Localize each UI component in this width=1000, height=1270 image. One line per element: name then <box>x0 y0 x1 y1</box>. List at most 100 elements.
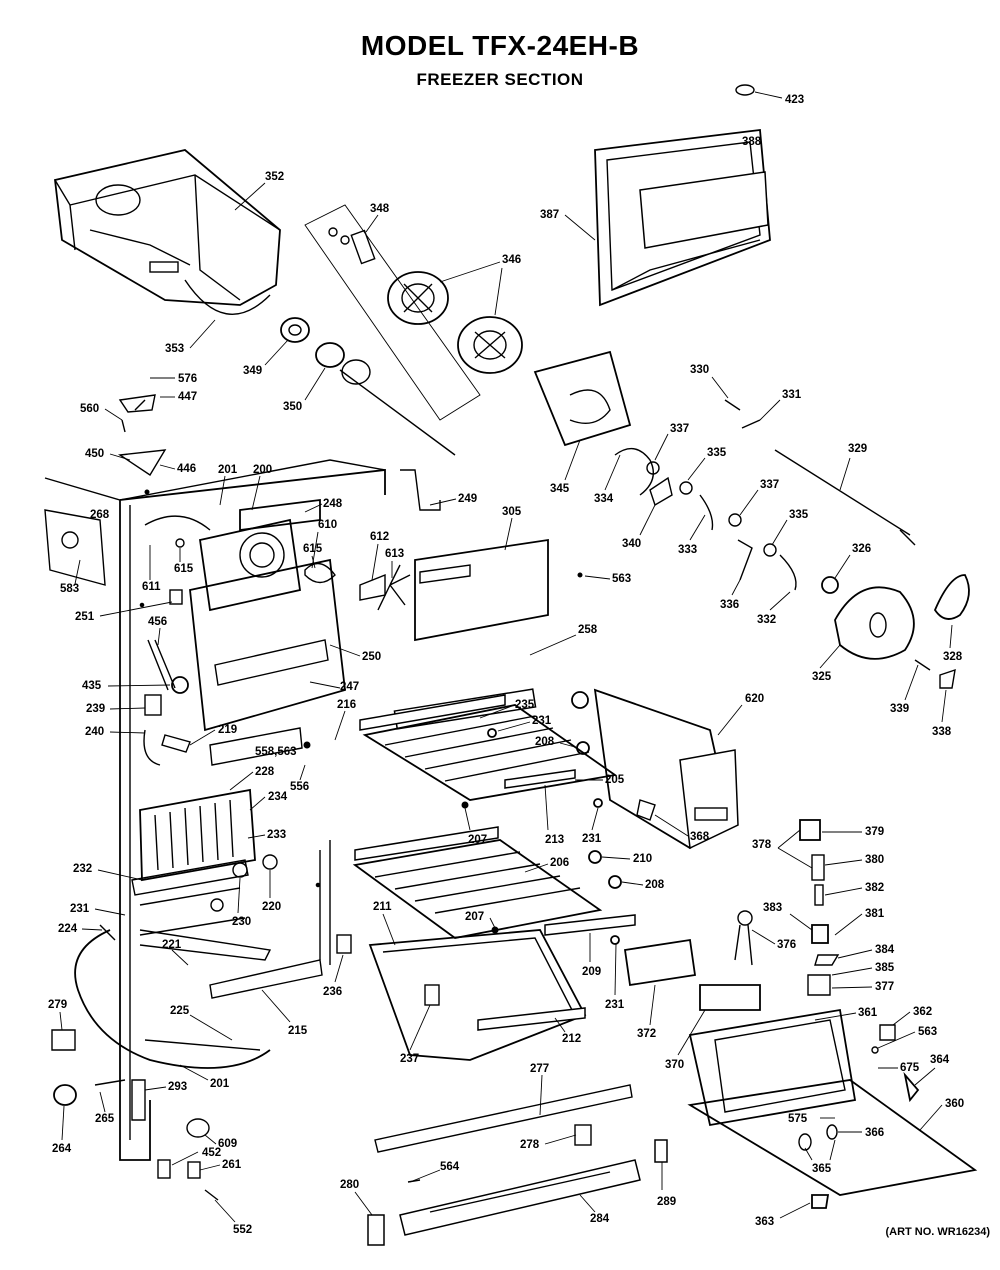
callout-label: 212 <box>562 1033 581 1045</box>
callout-label: 558,563 <box>255 746 297 758</box>
callout-label: 337 <box>760 479 779 491</box>
callout-label: 289 <box>657 1196 676 1208</box>
callout-label: 446 <box>177 463 196 475</box>
callout-label: 365 <box>812 1163 832 1175</box>
callout-label: 583 <box>60 583 79 595</box>
callout-label: 338 <box>932 726 952 738</box>
callout-label: 205 <box>605 774 625 786</box>
callout-label: 360 <box>945 1098 964 1110</box>
callout-label: 200 <box>253 464 272 476</box>
callout-label: 228 <box>255 766 275 778</box>
callout-label: 620 <box>745 693 764 705</box>
callout-label: 450 <box>85 448 104 460</box>
callout-label: 610 <box>318 519 337 531</box>
callout-label: 251 <box>75 611 95 623</box>
callout-label: 346 <box>502 254 521 266</box>
callout-label: 231 <box>70 903 90 915</box>
callout-label: 452 <box>202 1147 221 1159</box>
callout-label: 219 <box>218 724 237 736</box>
freezer-pan-part <box>367 929 668 1246</box>
callout-label: 345 <box>550 483 570 495</box>
callout-label: 208 <box>645 879 665 891</box>
callout-label: 368 <box>690 831 710 843</box>
callout-label: 382 <box>865 882 884 894</box>
callout-label: 337 <box>670 423 689 435</box>
callout-label: 366 <box>865 1127 884 1139</box>
callout-label: 563 <box>918 1026 937 1038</box>
callout-label: 206 <box>550 857 569 869</box>
diagram-title: MODEL TFX-24EH-B <box>360 30 640 61</box>
freezer-liner-part <box>44 459 386 1161</box>
callout-label: 456 <box>148 616 167 628</box>
callout-label: 328 <box>943 651 963 663</box>
callout-label: 209 <box>582 966 601 978</box>
callout-label: 576 <box>178 373 197 385</box>
callout-label: 284 <box>590 1213 610 1225</box>
callout-label: 675 <box>900 1062 920 1074</box>
callout-label: 279 <box>48 999 67 1011</box>
callout-label: 224 <box>58 923 78 935</box>
callout-label: 258 <box>578 624 598 636</box>
callout-label: 612 <box>370 531 389 543</box>
callout-label: 379 <box>865 826 884 838</box>
callout-label: 234 <box>268 791 288 803</box>
callout-label: 564 <box>440 1161 460 1173</box>
callout-label: 231 <box>532 715 552 727</box>
art-number: (ART NO. WR16234) <box>885 1226 990 1238</box>
callout-label: 210 <box>633 853 652 865</box>
callout-label: 350 <box>283 401 302 413</box>
callout-label: 236 <box>323 986 342 998</box>
callout-label: 305 <box>502 506 522 518</box>
callout-label: 332 <box>757 614 776 626</box>
callout-label: 334 <box>594 493 614 505</box>
callout-label: 215 <box>288 1025 308 1037</box>
callout-labels: 423 388 387 352 348 346 353 349 350 576 … <box>48 91 964 1236</box>
callout-label: 336 <box>720 599 739 611</box>
callout-label: 240 <box>85 726 104 738</box>
callout-label: 370 <box>665 1059 684 1071</box>
callout-label: 221 <box>162 939 182 951</box>
dispenser-door-part <box>594 84 771 307</box>
callout-label: 615 <box>174 563 194 575</box>
callout-label: 363 <box>755 1216 774 1228</box>
callout-label: 352 <box>265 171 284 183</box>
callout-label: 235 <box>515 699 535 711</box>
callout-label: 293 <box>168 1081 187 1093</box>
callout-label: 385 <box>875 962 895 974</box>
callout-label: 265 <box>95 1113 115 1125</box>
callout-label: 362 <box>913 1006 932 1018</box>
callout-label: 384 <box>875 944 895 956</box>
callout-label: 615 <box>303 543 323 555</box>
callout-label: 231 <box>582 833 602 845</box>
callout-label: 575 <box>788 1113 808 1125</box>
callout-label: 207 <box>468 834 487 846</box>
ice-bucket-part <box>54 149 281 315</box>
callout-label: 230 <box>232 916 251 928</box>
callout-label: 364 <box>930 1054 950 1066</box>
defrost-heater-part <box>51 394 352 1201</box>
callout-label: 335 <box>789 509 809 521</box>
icemaker-part <box>571 399 970 850</box>
callout-label: 233 <box>267 829 286 841</box>
callout-label: 348 <box>370 203 390 215</box>
callout-label: 231 <box>605 999 625 1011</box>
callout-label: 349 <box>243 365 262 377</box>
callout-label: 381 <box>865 908 885 920</box>
callout-label: 261 <box>222 1159 242 1171</box>
callout-label: 220 <box>262 901 281 913</box>
wire-shelf-part <box>352 694 636 945</box>
callout-label: 376 <box>777 939 796 951</box>
rear-panel-part <box>393 350 632 730</box>
callout-label: 249 <box>458 493 477 505</box>
diagram-subtitle: FREEZER SECTION <box>416 70 584 89</box>
callout-label: 380 <box>865 854 884 866</box>
callout-label: 201 <box>210 1078 230 1090</box>
callout-label: 208 <box>535 736 555 748</box>
callout-label: 387 <box>540 209 559 221</box>
callout-label: 213 <box>545 834 564 846</box>
callout-label: 216 <box>337 699 356 711</box>
dispenser-mechanism-part <box>623 819 978 1209</box>
callout-label: 232 <box>73 863 92 875</box>
callout-label: 211 <box>373 901 392 913</box>
